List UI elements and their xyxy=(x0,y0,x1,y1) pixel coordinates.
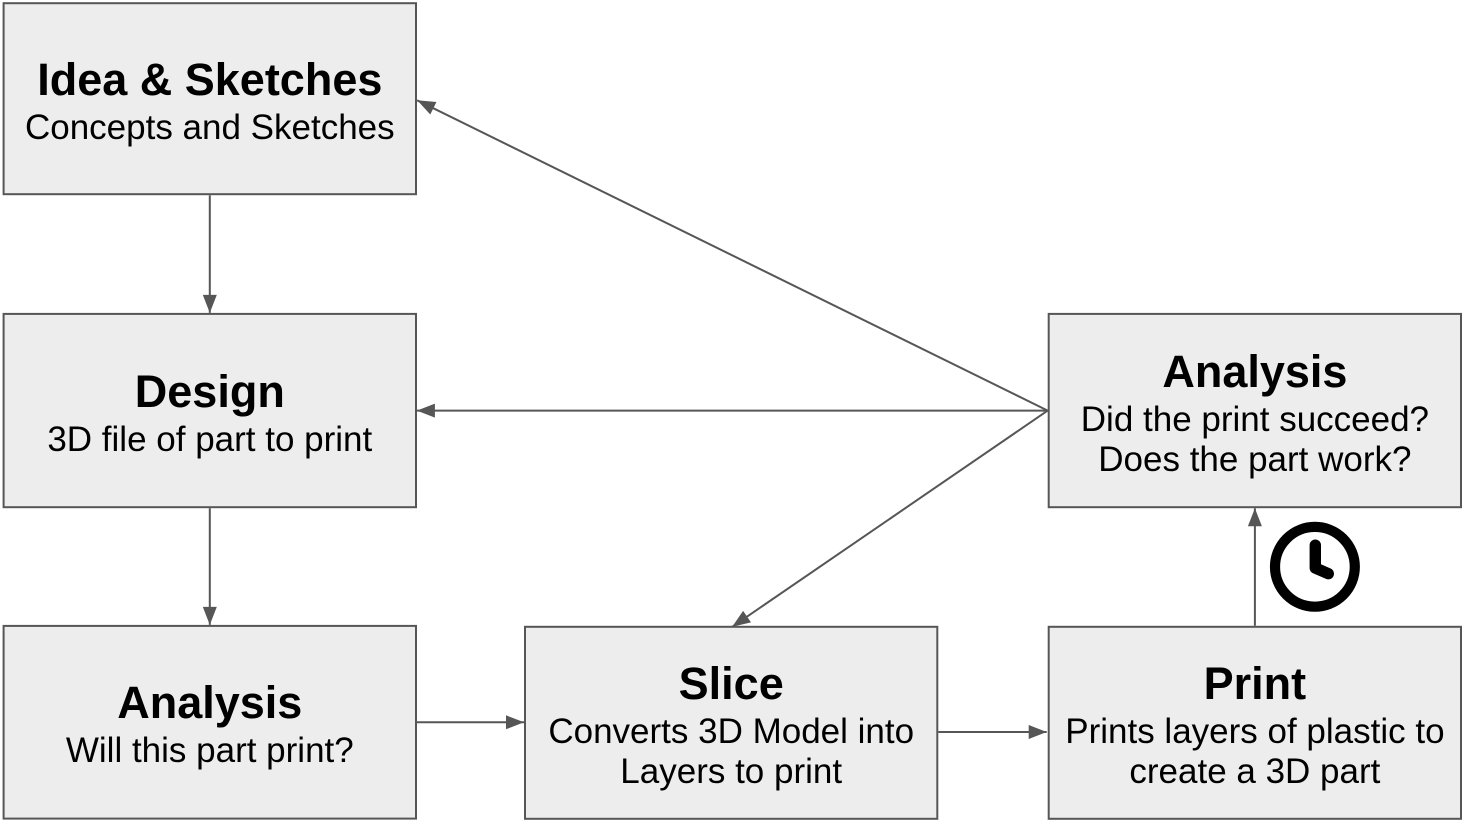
svg-text:Print: Print xyxy=(1204,658,1307,709)
svg-text:Does the part work?: Does the part work? xyxy=(1098,440,1411,479)
svg-text:Concepts and Sketches: Concepts and Sketches xyxy=(25,108,395,147)
svg-text:Design: Design xyxy=(135,366,285,417)
svg-text:Converts 3D Model into: Converts 3D Model into xyxy=(548,712,914,751)
svg-text:Will this part print?: Will this part print? xyxy=(66,731,354,770)
svg-text:Layers to print: Layers to print xyxy=(620,752,842,791)
svg-text:3D file of part to print: 3D file of part to print xyxy=(47,420,372,459)
svg-text:Did the print succeed?: Did the print succeed? xyxy=(1081,400,1429,439)
svg-text:Prints layers of plastic to: Prints layers of plastic to xyxy=(1065,712,1444,751)
svg-text:Slice: Slice xyxy=(679,658,784,709)
svg-text:create a 3D part: create a 3D part xyxy=(1129,752,1380,791)
svg-text:Idea & Sketches: Idea & Sketches xyxy=(37,54,382,105)
svg-text:Analysis: Analysis xyxy=(1162,346,1347,397)
svg-text:Analysis: Analysis xyxy=(117,677,302,728)
